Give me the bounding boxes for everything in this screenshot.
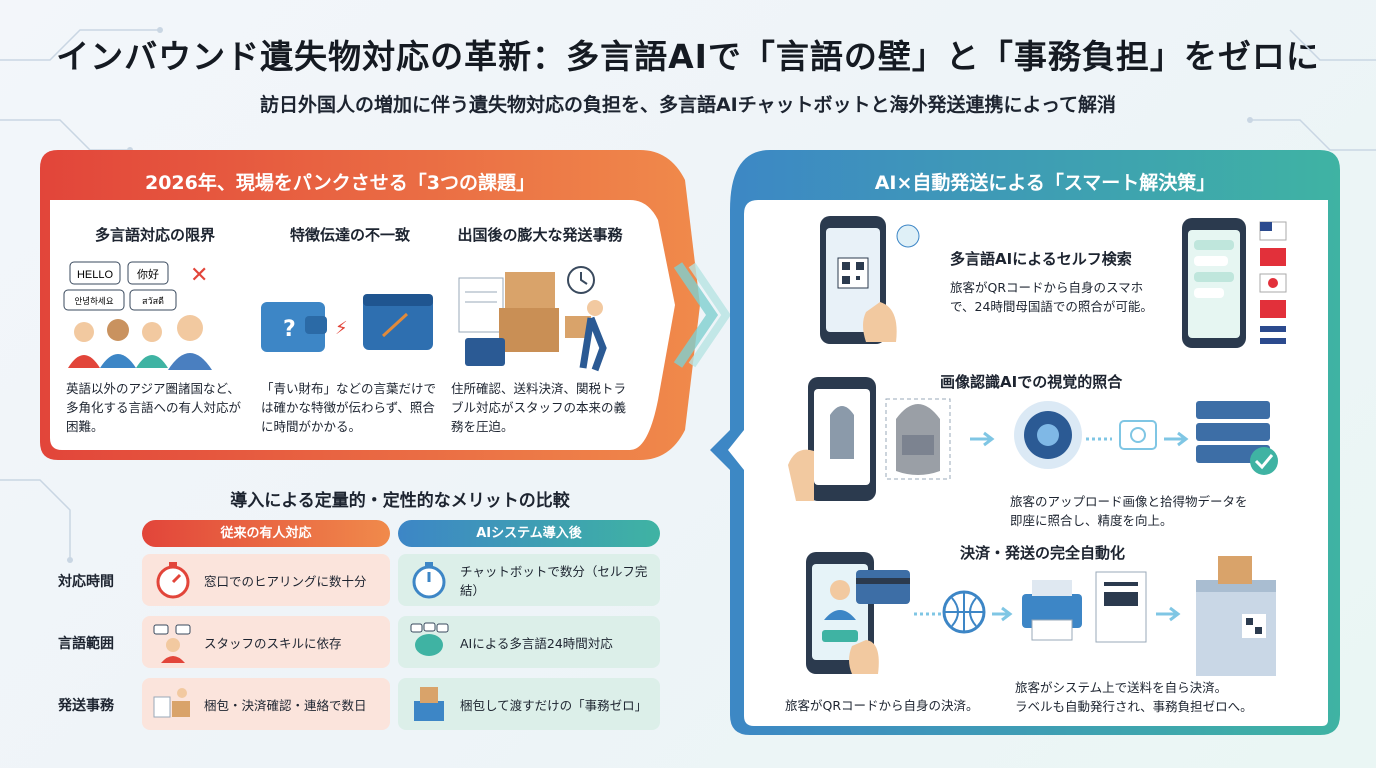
paperwork-boxes-icon: [153, 688, 190, 718]
svg-text:⚡: ⚡: [335, 318, 348, 339]
solution-caption: 旅客がQRコードから自身の決済。: [785, 698, 979, 713]
comparison-cell-old: スタッフのスキルに依存: [142, 616, 390, 668]
solution-title: 画像認識AIでの視覚的照合: [940, 373, 1123, 391]
stopwatch-icon: [156, 562, 190, 599]
issue-title: 特徴伝達の不一致: [289, 226, 410, 244]
issue-desc: 住所確認、送料決済、関税トラブル対応がスタッフの本来の義務を圧迫。: [451, 381, 627, 434]
package-box-icon: [414, 687, 444, 721]
solution-title: 決済・発送の完全自動化: [960, 544, 1126, 562]
page-subtitle: 訪日外国人の増加に伴う遺失物対応の負担を、多言語AIチャットボットと海外発送連携…: [259, 94, 1117, 116]
bubble-nihao: 你好: [137, 267, 159, 281]
multilingual-people-icon: HELLO 你好 ✕ 안녕하세요 สวัสดี: [63, 261, 212, 370]
bubble-korean: 안녕하세요: [74, 296, 113, 307]
solutions-panel: AI×自動発送による「スマート解決策」 多言語AIによるセルフ検索 旅客がQRコ…: [710, 150, 1340, 735]
problems-header: 2026年、現場をパンクさせる「3つの課題」: [144, 172, 536, 194]
chevron-arrow-icon: [673, 262, 731, 368]
issue-shipping-workload: 出国後の膨大な発送事務 住所確認、送料決済、関税トラブル対応がスタッフの本来の義…: [445, 220, 635, 450]
comparison-cell-new: AIによる多言語24時間対応: [398, 616, 660, 668]
solutions-header: AI×自動発送による「スマート解決策」: [874, 172, 1216, 194]
page-title: インバウンド遺失物対応の革新：多言語AIで「言語の壁」と「事務負担」をゼロに: [56, 37, 1320, 76]
issue-title: 多言語対応の限界: [94, 226, 215, 244]
issue-language-limit: 多言語対応の限界 HELLO 你好 ✕ 안녕하세요 สวัสดี 英語以外のアジ…: [60, 220, 250, 450]
phone-qr-scan-icon: [820, 216, 920, 344]
issue-desc: 「青い財布」などの言葉だけでは確かな特徴が伝わらず、照合に時間がかかる。: [261, 381, 437, 434]
row-label: 発送事務: [58, 698, 114, 714]
comparison-header-old: 従来の有人対応: [142, 520, 390, 547]
solution-desc: 旅客のアップロード画像と拾得物データを即座に照合し、精度を向上。: [1010, 494, 1248, 529]
row-label: 対応時間: [58, 574, 114, 590]
staff-speech-icon: [153, 624, 191, 663]
solution-desc: 旅客がシステム上で送料を自ら決済。ラベルも自動発行され、事務負担ゼロへ。: [1015, 680, 1253, 715]
issue-desc: 英語以外のアジア圏諸国など、多角化する言語への有人対応が困難。: [66, 381, 242, 434]
svg-text:?: ?: [283, 317, 296, 342]
bubble-thai: สวัสดี: [142, 296, 164, 307]
solution-desc: 旅客がQRコードから自身のスマホで、24時間母国語での照合が可能。: [950, 280, 1153, 315]
payment-shipping-flow-icon: [806, 552, 1276, 676]
row-label: 言語範囲: [58, 636, 114, 652]
comparison-cell-new: 梱包して渡すだけの「事務ゼロ」: [398, 678, 660, 730]
issue-feature-mismatch: 特徴伝達の不一致 ? ⚡ 「青い財布」などの言葉だけでは確かな特徴が伝わらず、照…: [255, 220, 445, 450]
stopwatch-icon: [412, 562, 446, 599]
comparison-cell-new: チャットボットで数分（セルフ完結）: [398, 554, 660, 606]
comparison-cell-old: 窓口でのヒアリングに数十分: [142, 554, 390, 606]
boxes-paperwork-icon: [458, 266, 607, 372]
issue-title: 出国後の膨大な発送事務: [457, 226, 623, 244]
comparison-cell-old: 梱包・決済確認・連絡で数日: [142, 678, 390, 730]
image-recognition-flow-icon: [788, 377, 1278, 501]
problems-panel: 2026年、現場をパンクさせる「3つの課題」 多言語対応の限界 HELLO 你好…: [40, 150, 700, 460]
bubble-hello: HELLO: [77, 269, 114, 281]
comparison-title: 導入による定量的・定性的なメリットの比較: [230, 491, 570, 511]
comparison-header-new: AIシステム導入後: [398, 520, 660, 547]
solution-title: 多言語AIによるセルフ検索: [950, 250, 1132, 268]
ai-brain-icon: [410, 622, 449, 656]
wallet-mismatch-icon: ? ⚡: [261, 294, 433, 352]
cross-icon: ✕: [190, 263, 208, 288]
chat-phone-flags-icon: [1182, 218, 1287, 348]
